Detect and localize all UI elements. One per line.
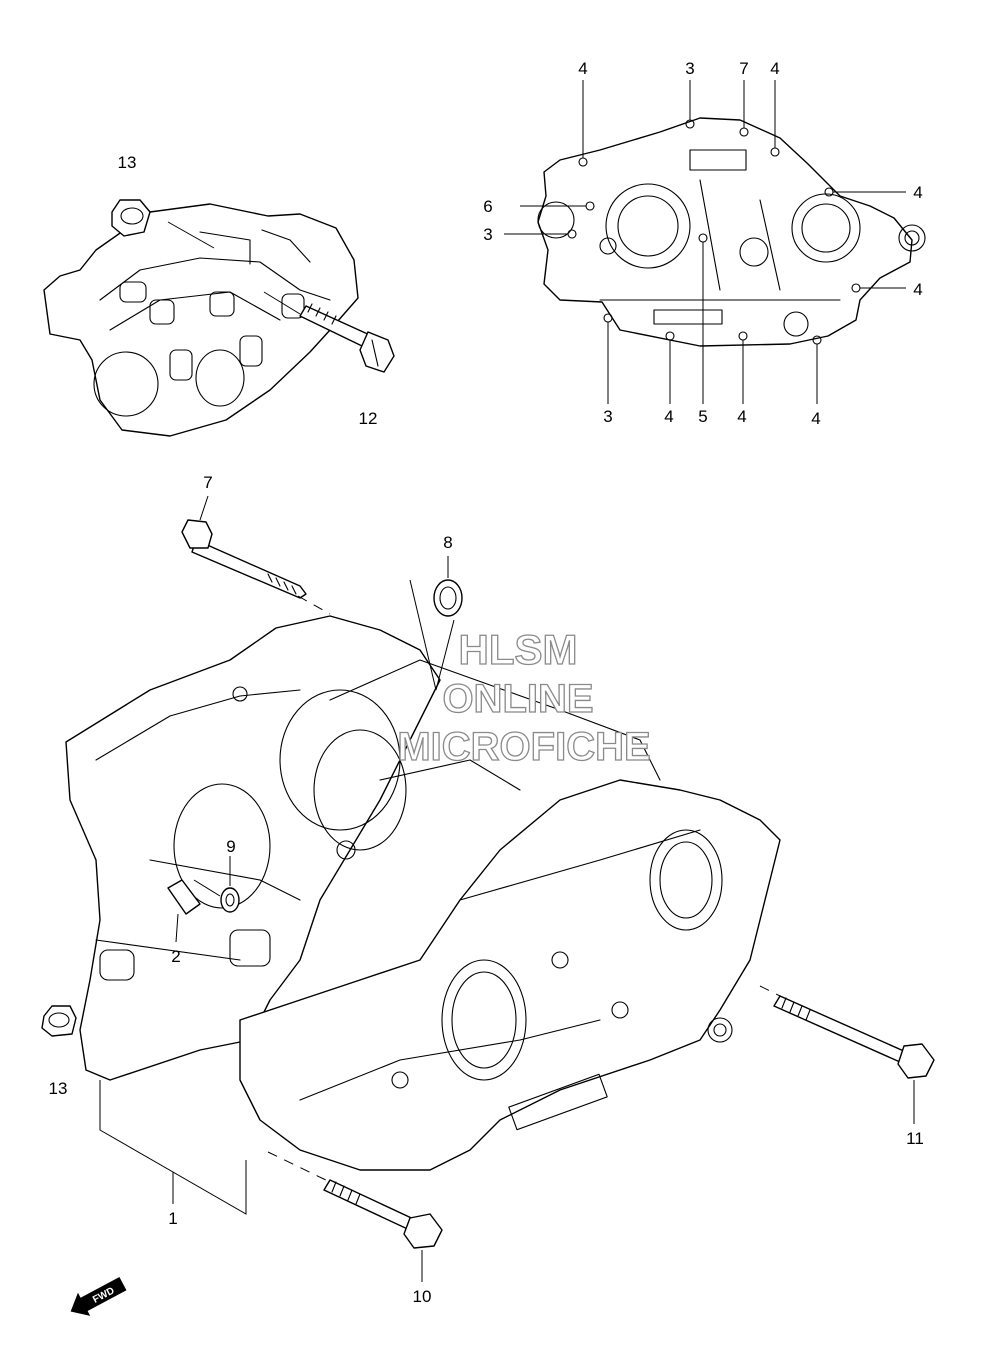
- callout-7-main: 7: [203, 473, 212, 492]
- callout-10: 10: [413, 1287, 432, 1306]
- callout-6: 6: [483, 197, 492, 216]
- callout-4-top-right: 4: [770, 59, 779, 78]
- callout-9: 9: [226, 837, 235, 856]
- watermark-line-2: ONLINE: [442, 677, 593, 721]
- watermark-line-1: HLSM: [459, 626, 578, 673]
- callout-3-left: 3: [483, 225, 492, 244]
- callout-3-bottom: 3: [603, 407, 612, 426]
- callout-4-right-upper: 4: [913, 183, 922, 202]
- callout-1: 1: [168, 1209, 177, 1228]
- callout-4-bottom-1: 4: [664, 407, 673, 426]
- callout-labels: 13 12 4 3 7 4 6 4 3 4 3 4 5 4 4 7 8 9 2 …: [49, 59, 924, 1306]
- callout-11: 11: [906, 1129, 924, 1148]
- callout-12: 12: [359, 409, 378, 428]
- watermark-line-3: MICROFICHE: [397, 725, 650, 769]
- callout-4-bottom-2: 4: [737, 407, 746, 426]
- callout-7-top: 7: [739, 59, 748, 78]
- callout-5: 5: [698, 407, 707, 426]
- upper-right-crankcase-face-view: [504, 80, 926, 404]
- main-crankcase-assembly: [41, 495, 935, 1282]
- callout-8: 8: [443, 533, 452, 552]
- callout-3-top: 3: [685, 59, 694, 78]
- fwd-arrow-icon: [70, 1277, 127, 1316]
- callout-13-lower: 13: [49, 1079, 68, 1098]
- watermark: HLSM ONLINE MICROFICHE: [397, 625, 652, 769]
- fwd-badge: FWD: [70, 1277, 127, 1316]
- upper-left-crankcase-view: [43, 199, 395, 437]
- callout-4-right-lower: 4: [913, 280, 922, 299]
- fwd-label: FWD: [91, 1285, 116, 1305]
- callout-4-top-left: 4: [578, 59, 587, 78]
- callout-2: 2: [171, 947, 180, 966]
- callout-4-bottom-3: 4: [811, 409, 820, 428]
- callout-13-upper: 13: [118, 153, 137, 172]
